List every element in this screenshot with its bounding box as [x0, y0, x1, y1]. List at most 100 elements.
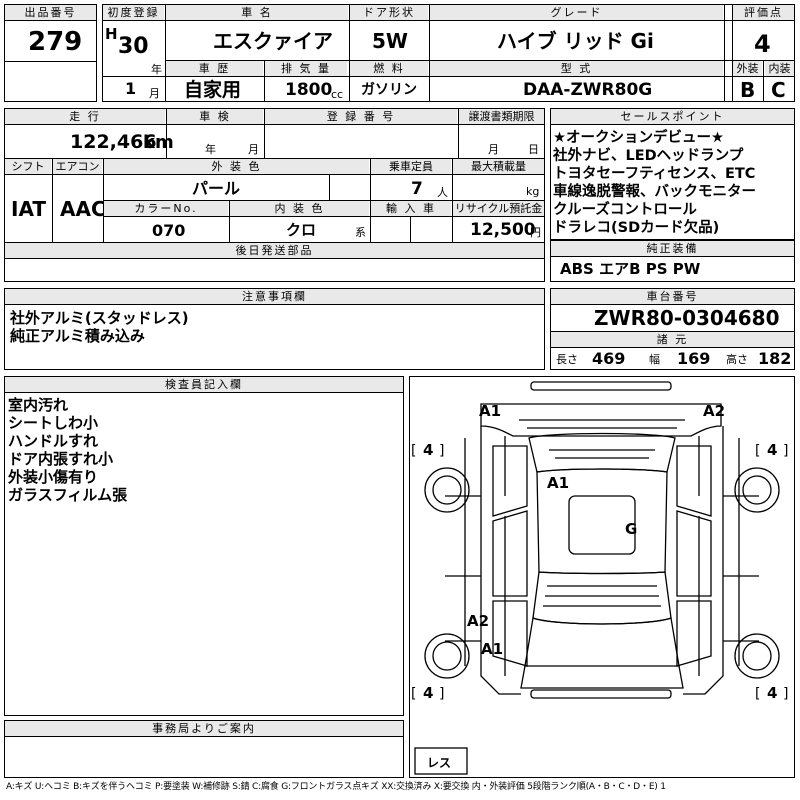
inspector-line: ドア内張すれ小	[8, 450, 114, 468]
car-name-label: 車 名	[166, 5, 348, 20]
ext-grade: B	[740, 78, 756, 102]
sales-point: トヨタセーフティセンス、ETC	[553, 166, 756, 182]
shift: IAT	[11, 197, 47, 221]
inspector-line: シートしわ小	[8, 414, 99, 432]
tire-depth-rear-right: 4	[767, 684, 777, 702]
inspector-label: 検査員記入欄	[5, 377, 403, 392]
inspector-line: ガラスフィルム張	[8, 486, 128, 504]
front-panel	[480, 403, 722, 437]
sales-point: ★オークションデビュー★	[553, 130, 724, 146]
int-label: 内装	[765, 61, 794, 76]
specs-label: 諸 元	[551, 332, 794, 347]
tire-depth-front-left: 4	[423, 441, 433, 459]
equipment: ABS エアB PS PW	[560, 260, 701, 278]
svg-text:]: ]	[439, 686, 444, 702]
shift-label: シフト	[5, 159, 51, 174]
door-type: 5W	[372, 29, 408, 53]
int-grade: C	[771, 78, 786, 102]
capacity-label: 乗車定員	[371, 159, 451, 174]
capacity: 7	[411, 179, 423, 199]
interior-color: クロ	[286, 221, 317, 239]
regno-label: 登 録 番 号	[265, 109, 457, 124]
tire-front-right	[734, 467, 780, 513]
car-diagram-box	[409, 376, 795, 778]
recycle-fee: 12,500	[470, 220, 536, 240]
inspection-label: 車 検	[167, 109, 263, 124]
mileage-label: 走 行	[5, 109, 165, 124]
score: 4	[754, 30, 771, 58]
rear-panel	[524, 617, 680, 667]
spare-tire-box	[414, 747, 468, 775]
svg-text:]: ]	[783, 443, 788, 459]
mileage: 122,466	[70, 131, 157, 153]
colorno-label: カラーNo.	[104, 201, 228, 216]
displacement-unit: cc	[331, 88, 344, 101]
svg-text:[: [	[755, 686, 760, 702]
width: 169	[677, 349, 711, 368]
tire-rear-left	[424, 633, 470, 679]
tire-front-left	[424, 467, 470, 513]
reg-month: 1	[125, 79, 137, 98]
lot-label: 出品番号	[5, 5, 96, 20]
model: DAA-ZWR80G	[523, 80, 653, 100]
svg-text:[: [	[411, 686, 416, 702]
sales-point: 車線逸脱警報、バックモニター	[553, 184, 756, 200]
equipment-label: 純正装備	[551, 241, 794, 256]
transfer-label: 譲渡書類期限	[459, 109, 544, 124]
era: H	[105, 25, 118, 43]
rear-window	[532, 571, 672, 625]
rear-bumper-bottom	[530, 689, 672, 699]
load-unit: kg	[526, 185, 540, 198]
intcolor-label: 内 装 色	[230, 201, 369, 216]
history: 自家用	[184, 79, 242, 101]
history-label: 車 歴	[166, 61, 263, 76]
displacement: 1800	[285, 80, 333, 100]
height: 182	[758, 349, 792, 368]
spare-tire: レス	[427, 756, 451, 770]
inspector-line: 外装小傷有り	[8, 468, 99, 486]
ac-label: エアコン	[53, 159, 102, 174]
sales-points-list: ★オークションデビュー★ 社外ナビ、LEDヘッドランプ トヨタセーフティセンス、…	[553, 129, 756, 237]
svg-text:[: [	[411, 443, 416, 459]
recycle-label: リサイクル預託金	[453, 201, 544, 216]
chassis-number: ZWR80-0304680	[594, 306, 780, 330]
insp-year-unit: 年	[205, 143, 216, 156]
mark-a1-lower: A1	[481, 640, 503, 658]
mark-g-glass: G	[625, 520, 637, 538]
sales-point: 社外ナビ、LEDヘッドランプ	[553, 148, 744, 164]
capacity-unit: 人	[437, 186, 448, 199]
inspector-list: 室内汚れ シートしわ小 ハンドルすれ ドア内張すれ小 外装小傷有り ガラスフィル…	[8, 396, 127, 504]
intcolor-unit: 系	[355, 226, 366, 239]
svg-text:]: ]	[439, 443, 444, 459]
mark-a2-lower: A2	[467, 612, 489, 630]
ext-label: 外装	[733, 61, 762, 76]
width-label: 幅	[649, 353, 660, 366]
later-parts-label: 後日発送部品	[5, 243, 544, 258]
notes-list: 社外アルミ(スタッドレス) 純正アルミ積み込み	[10, 309, 189, 345]
mark-a1-top-left: A1	[479, 402, 501, 420]
model-label: 型 式	[430, 61, 723, 76]
sales-point: クルーズコントロール	[553, 202, 697, 218]
import-label: 輸 入 車	[371, 201, 451, 216]
legend: A:キズ U:ヘコミ B:キズを伴うヘコミ P:要塗装 W:補修跡 S:錆 C:…	[6, 782, 666, 792]
left-side-outline	[464, 426, 521, 695]
reg-year: 30	[118, 34, 149, 59]
ac: AAC	[60, 197, 106, 221]
mileage-unit: km	[143, 132, 174, 153]
chassis-label: 車台番号	[551, 289, 794, 304]
inspector-line: ハンドルすれ	[8, 432, 99, 450]
insp-month-unit: 月	[248, 143, 259, 156]
sales-points-label: セールスポイント	[551, 109, 794, 124]
svg-text:]: ]	[783, 686, 788, 702]
front-bumper-top	[530, 381, 672, 391]
tire-rear-right	[734, 633, 780, 679]
svg-text:[: [	[755, 443, 760, 459]
sales-points-box	[550, 108, 795, 240]
transfer-month-unit: 月	[488, 143, 499, 156]
sales-point: ドラレコ(SDカード欠品)	[553, 220, 720, 236]
fuel: ガソリン	[361, 82, 417, 98]
color-number: 070	[152, 221, 186, 240]
right-side-outline	[683, 426, 740, 695]
length: 469	[592, 349, 626, 368]
load-label: 最大積載量	[453, 159, 544, 174]
